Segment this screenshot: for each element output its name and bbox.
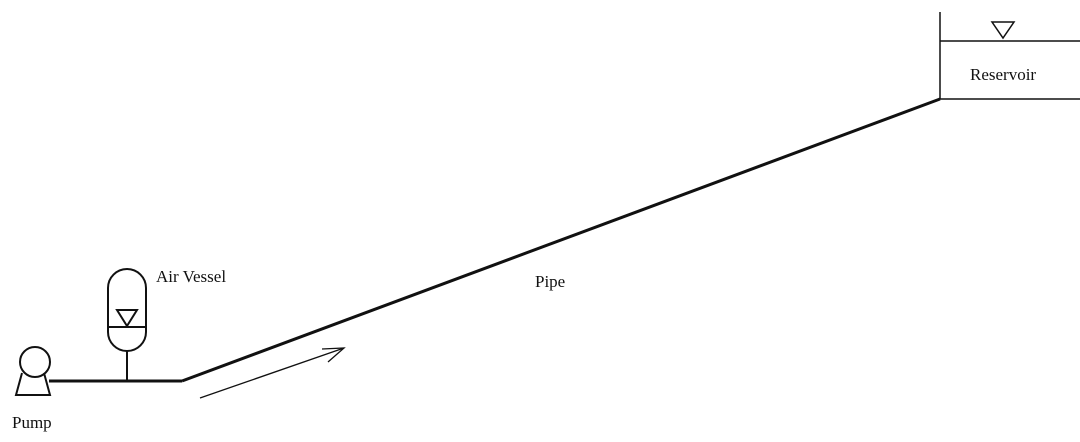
reservoir-label: Reservoir [970, 65, 1037, 84]
air-vessel-water-level-marker [115, 309, 139, 328]
pump-symbol [14, 346, 52, 396]
pump-label: Pump [12, 413, 52, 432]
pump-casing [19, 346, 51, 378]
reservoir-water-level-marker [990, 21, 1016, 40]
flow-direction-arrow [199, 347, 346, 399]
pump-base [14, 372, 52, 396]
pipe-label: Pipe [535, 272, 566, 291]
pipe-line [181, 97, 941, 383]
air-vessel-label: Air Vessel [156, 267, 227, 286]
air-vessel-symbol [107, 268, 147, 381]
reservoir-symbol [939, 12, 1080, 100]
